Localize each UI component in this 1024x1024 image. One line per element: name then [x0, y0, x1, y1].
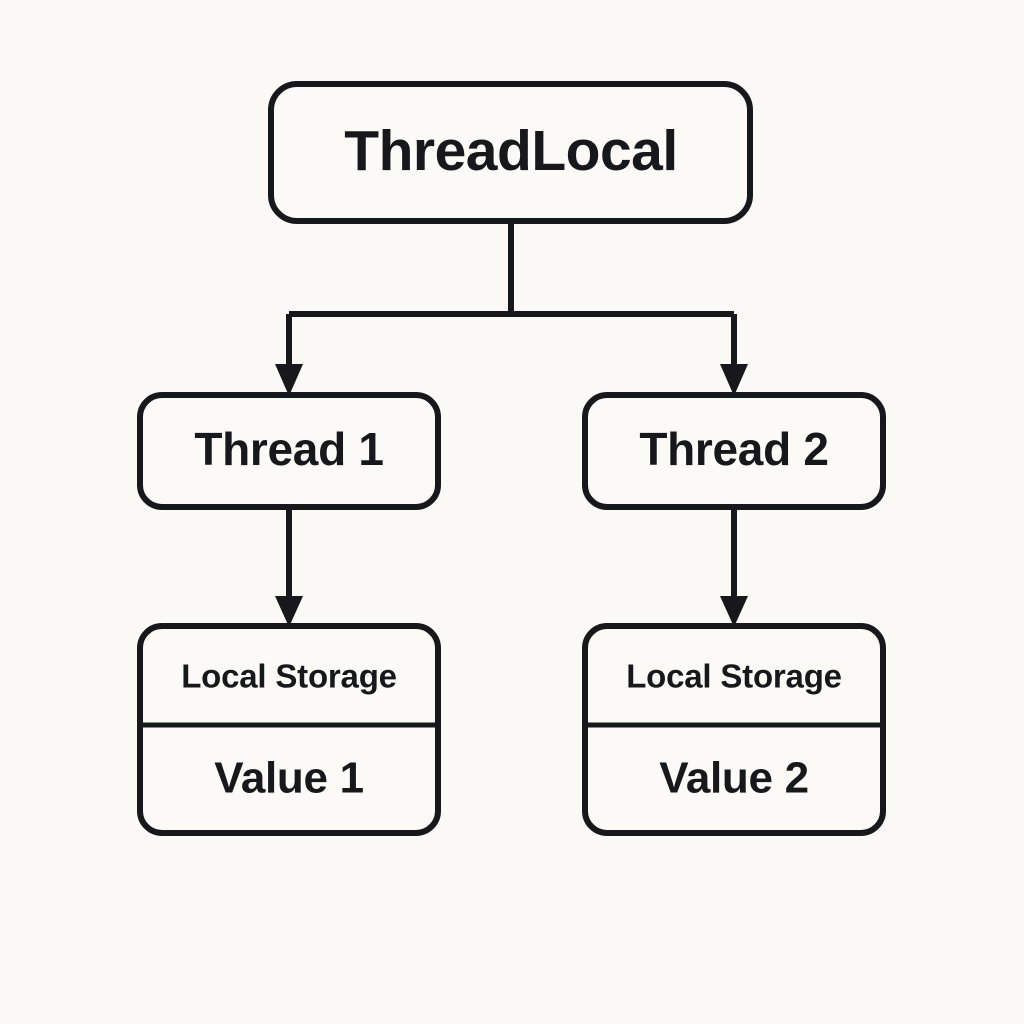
thread-2-box-shape — [582, 392, 886, 510]
thread-2-label: Thread 2 — [639, 423, 828, 475]
connector-layer — [275, 221, 748, 627]
root-box-label: ThreadLocal — [344, 119, 677, 183]
node-thread-1[interactable]: Thread 1 — [137, 392, 441, 510]
storage-2-value-label: Value 2 — [659, 754, 809, 803]
storage-2-box-shape — [582, 623, 886, 836]
storage-1-header-label: Local Storage — [181, 658, 397, 695]
arrowhead-to-storage-1 — [275, 596, 303, 627]
node-threadlocal-root[interactable]: ThreadLocal — [268, 81, 753, 224]
storage-2-header-label: Local Storage — [626, 658, 842, 695]
arrowhead-to-storage-2 — [720, 596, 748, 627]
storage-1-value-label: Value 1 — [214, 754, 364, 803]
node-local-storage-2[interactable]: Local Storage Value 2 — [582, 623, 886, 836]
thread-1-label: Thread 1 — [194, 423, 383, 475]
node-thread-2[interactable]: Thread 2 — [582, 392, 886, 510]
root-box-shape — [268, 81, 753, 224]
storage-1-box-shape — [137, 623, 441, 836]
arrowhead-to-thread-1 — [275, 364, 303, 396]
arrowhead-to-thread-2 — [720, 364, 748, 396]
thread-1-box-shape — [137, 392, 441, 510]
node-local-storage-1[interactable]: Local Storage Value 1 — [137, 623, 441, 836]
